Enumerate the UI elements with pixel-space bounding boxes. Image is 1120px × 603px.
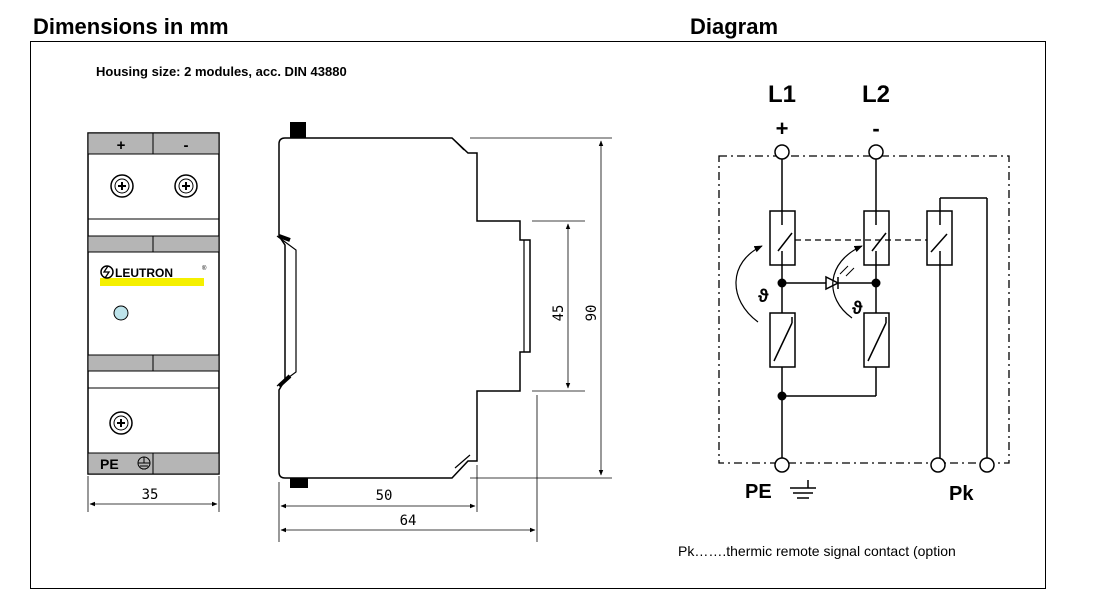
- diagram-heading: Diagram: [690, 14, 779, 39]
- drawing-frame: [30, 41, 1046, 589]
- l2-label: L2: [862, 81, 890, 108]
- earth-circle-icon: [137, 456, 151, 470]
- front-plus-label: +: [117, 137, 126, 154]
- front-view: + - LEUTRON ®: [87, 132, 220, 512]
- led-diode: [825, 275, 840, 291]
- minus-label: -: [872, 116, 879, 141]
- screw-pe: [109, 411, 133, 435]
- junction-dot-2: [871, 278, 881, 288]
- theta-label-2: ϑ: [852, 298, 863, 318]
- pe-label: PE: [745, 481, 772, 503]
- pk-label: Pk: [949, 483, 974, 505]
- side-view: [276, 122, 612, 542]
- plus-label: +: [776, 116, 789, 141]
- terminal-l2: [868, 144, 884, 160]
- l1-label: L1: [768, 81, 796, 108]
- dim-64-label: 64: [400, 513, 417, 529]
- varistor-2: [863, 312, 890, 368]
- pk-note: Pk…….thermic remote signal contact (opti…: [678, 543, 956, 559]
- front-pe-label: PE: [100, 456, 119, 472]
- terminal-pe: [774, 457, 790, 473]
- terminal-pk-2: [979, 457, 995, 473]
- screw-minus: [174, 174, 198, 198]
- dimensions-heading: Dimensions in mm: [33, 14, 229, 39]
- dim-90-label: 90: [584, 305, 600, 322]
- terminal-l1: [774, 144, 790, 160]
- junction-dot-3: [777, 391, 787, 401]
- varistor-1: [769, 312, 796, 368]
- junction-dot-1: [777, 278, 787, 288]
- dim-50-label: 50: [376, 488, 393, 504]
- screw-plus: [110, 174, 134, 198]
- circuit-diagram: [718, 144, 1010, 499]
- leutron-logo: LEUTRON ®: [100, 265, 207, 286]
- logo-registered-mark: ®: [202, 265, 207, 272]
- width-dimension: 35: [142, 487, 159, 503]
- status-led: [113, 305, 129, 321]
- housing-note: Housing size: 2 modules, acc. DIN 43880: [96, 64, 347, 79]
- logo-text: LEUTRON: [115, 266, 173, 280]
- theta-label-1: ϑ: [758, 286, 769, 306]
- front-minus-label: -: [184, 137, 189, 154]
- dim-45-label: 45: [551, 305, 567, 322]
- terminal-pk-1: [930, 457, 946, 473]
